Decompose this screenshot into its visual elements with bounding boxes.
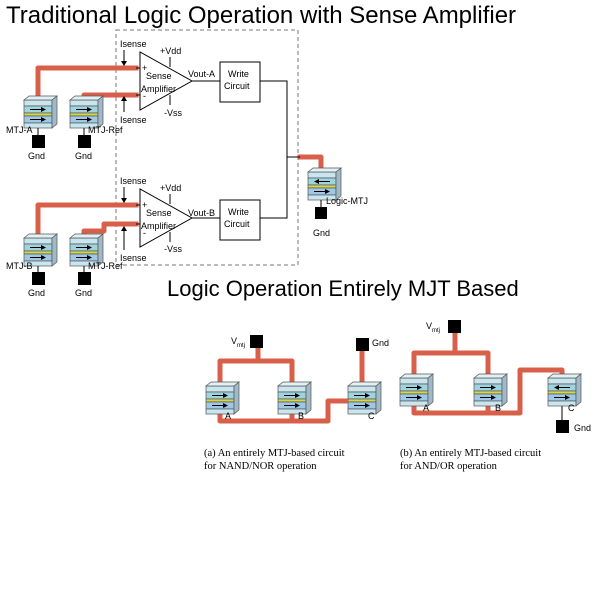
isense-label: Isense xyxy=(120,115,147,125)
caption-a: for NAND/NOR operation xyxy=(204,461,317,472)
write-label: Circuit xyxy=(224,81,250,91)
mtj-b-label: MTJ-B xyxy=(6,261,33,271)
logic-mtj-label: Logic-MTJ xyxy=(326,196,368,206)
write-circuit-a xyxy=(219,61,261,103)
title-mtj-based: Logic Operation Entirely MJT Based xyxy=(167,276,519,301)
isense-label: Isense xyxy=(120,39,147,49)
gnd-label: Gnd xyxy=(75,288,92,298)
wire-vmtj-a xyxy=(217,338,261,389)
minus-label: - xyxy=(143,228,146,238)
mtj-a-icon xyxy=(399,373,434,407)
gnd-label: Gnd xyxy=(372,338,389,348)
vout-a-label: Vout-A xyxy=(188,69,215,79)
wire-to-c xyxy=(289,398,348,424)
amp-label: Amplifier xyxy=(141,84,176,94)
ground-icon xyxy=(78,272,91,285)
vss-label: -Vss xyxy=(164,244,183,254)
vmtj-terminal xyxy=(448,320,461,333)
mtj-c-icon xyxy=(347,381,382,415)
node-a-label: A xyxy=(423,403,429,413)
caption-b: (b) An entirely MTJ-based circuit xyxy=(400,448,541,459)
node-a-label: A xyxy=(225,411,231,421)
vmtj-terminal xyxy=(250,335,263,348)
node-b-label: B xyxy=(495,403,501,413)
wire-vmtj-b2 xyxy=(452,350,491,381)
amplifier-b-icon xyxy=(139,188,194,248)
wire-mtj-b xyxy=(35,202,139,241)
wire-logic-mtj xyxy=(297,154,324,175)
isense-label: Isense xyxy=(120,176,147,186)
vdd-label: +Vdd xyxy=(160,183,181,193)
wire-mtj-a xyxy=(35,65,139,103)
caption-a: (a) An entirely MTJ-based circuit xyxy=(204,448,345,459)
gnd-label: Gnd xyxy=(574,423,591,433)
amplifier-a-icon xyxy=(139,51,194,111)
write-label: Write xyxy=(228,69,249,79)
gnd-label: Gnd xyxy=(28,288,45,298)
gnd-label: Gnd xyxy=(313,228,330,238)
wire-a-b-bottom xyxy=(217,411,295,424)
mtj-b-icon xyxy=(277,381,312,415)
mtj-ref-label: MTJ-Ref xyxy=(88,125,123,135)
ground-icon xyxy=(315,207,327,219)
ground-icon xyxy=(32,135,45,148)
node-c-label: C xyxy=(568,403,575,413)
node-c-label: C xyxy=(368,411,375,421)
sense-block-outline xyxy=(115,29,299,266)
ground-icon xyxy=(32,272,45,285)
write-output-wire xyxy=(260,80,288,219)
minus-label: - xyxy=(143,91,146,101)
ground-icon xyxy=(556,420,569,433)
wire-to-c2 xyxy=(485,367,565,416)
node-b-label: B xyxy=(298,411,304,421)
vss-label: -Vss xyxy=(164,108,183,118)
vout-b-label: Vout-B xyxy=(188,208,215,218)
vmtj-label: Vmtj xyxy=(426,321,440,334)
vmtj-label: Vmtj xyxy=(231,336,245,349)
amp-label: Amplifier xyxy=(141,221,176,231)
mtj-a-icon xyxy=(23,95,58,129)
mtj-c-icon xyxy=(547,373,582,407)
mtj-ref-a-icon xyxy=(69,95,104,129)
write-label: Write xyxy=(228,207,249,217)
write-circuit-b xyxy=(219,199,261,241)
mtj-a-label: MTJ-A xyxy=(6,125,33,135)
gnd-label: Gnd xyxy=(75,151,92,161)
amp-label: Sense xyxy=(146,208,172,218)
caption-b: for AND/OR operation xyxy=(400,461,498,472)
gnd-label: Gnd xyxy=(28,151,45,161)
vdd-label: +Vdd xyxy=(160,46,181,56)
ground-icon xyxy=(78,135,91,148)
plus-label: + xyxy=(142,63,147,73)
isense-label: Isense xyxy=(120,253,147,263)
mtj-ref-label: MTJ-Ref xyxy=(88,261,123,271)
wire-a-b-bottom2 xyxy=(411,403,491,416)
write-label: Circuit xyxy=(224,219,250,229)
ground-icon xyxy=(356,338,369,351)
wire-mtj-ref-b xyxy=(81,221,139,241)
amp-label: Sense xyxy=(146,71,172,81)
plus-label: + xyxy=(142,200,147,210)
mtj-a-icon xyxy=(205,381,240,415)
mtj-b-icon xyxy=(473,373,508,407)
wire-vmtj-b xyxy=(255,358,295,389)
wire-vmtj-a2 xyxy=(411,327,458,381)
title-traditional: Traditional Logic Operation with Sense A… xyxy=(6,2,517,29)
